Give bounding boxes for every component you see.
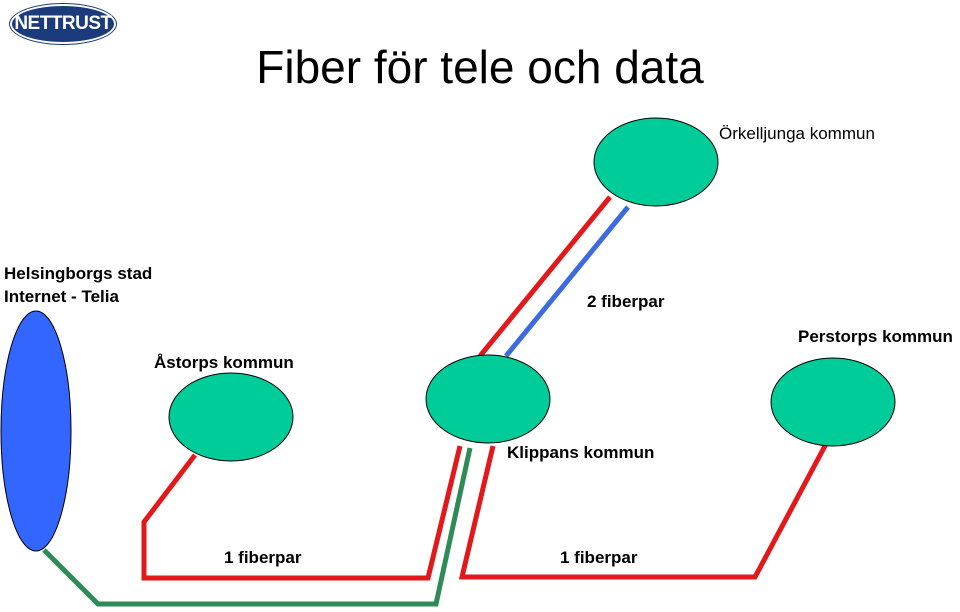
label-helsingborg-line2: Internet - Telia — [4, 287, 119, 306]
node-helsingborg — [0, 310, 72, 552]
green-fiber-link — [42, 447, 473, 607]
label-2-fiberpar: 2 fiberpar — [587, 292, 665, 311]
node-klippan — [425, 354, 551, 444]
node-astorp — [168, 372, 294, 462]
label-1-fiberpar-right: 1 fiberpar — [560, 548, 638, 567]
nettrust-logo: NETTRUST — [10, 4, 116, 44]
node-perstorp — [770, 357, 896, 447]
label-astorp: Åstorps kommun — [154, 353, 294, 372]
page-title: Fiber för tele och data — [256, 41, 704, 93]
label-perstorp: Perstorps kommun — [798, 327, 953, 346]
red-fiber-link-astorp-klippan — [141, 445, 463, 581]
red-fiber-link-klippan-perstorp — [458, 442, 829, 580]
label-klippan: Klippans kommun — [507, 443, 655, 462]
logo-text: NETTRUST — [14, 13, 112, 34]
label-1-fiberpar-left: 1 fiberpar — [224, 548, 302, 567]
node-orkelljunga — [593, 117, 719, 207]
label-helsingborg-line1: Helsingborgs stad — [4, 264, 153, 283]
blue-fiber-link-klippan-orkelljunga — [504, 205, 630, 358]
label-orkelljunga: Örkelljunga kommun — [719, 124, 875, 143]
red-fiber-link-klippan-orkelljunga — [478, 195, 612, 358]
